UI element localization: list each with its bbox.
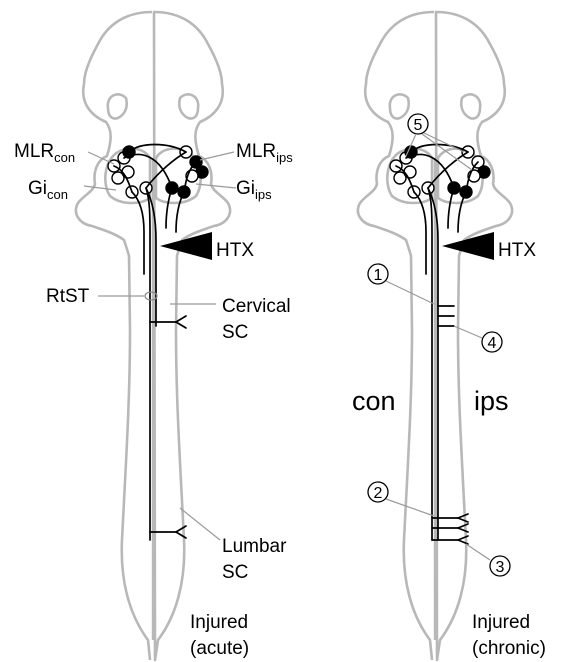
- svg-text:2: 2: [374, 485, 383, 502]
- lumbar-sc-label-line1: Lumbar: [222, 536, 287, 557]
- gi-ips-label: Giips: [236, 178, 272, 202]
- brain-spinal-cord-outline-acute: [76, 12, 230, 660]
- svg-text:3: 3: [496, 559, 505, 576]
- gi-con-label: Gicon: [28, 178, 68, 202]
- marker-1: 1: [368, 264, 434, 304]
- mlr-con-label: MLRcon: [14, 141, 75, 165]
- panel-chronic: 1 4 2 3 5 HTX con ips Injured (ch: [352, 12, 546, 660]
- lumbar-sc-label-line2: SC: [222, 562, 248, 583]
- condition-label-chronic-line2: (chronic): [472, 638, 546, 659]
- marker-4: 4: [454, 326, 502, 352]
- chronic-ips-cells: [448, 146, 490, 198]
- rtst-label: RtST: [46, 286, 90, 307]
- panel-acute: MLRcon Gicon MLRips Giips HTX RtST Cervi…: [14, 12, 293, 660]
- condition-label-acute-line2: (acute): [190, 638, 249, 659]
- mlr-ips-label: MLRips: [236, 141, 293, 165]
- svg-text:5: 5: [414, 117, 423, 134]
- marker-2: 2: [368, 482, 434, 516]
- acute-leader-lines: [84, 152, 236, 540]
- side-label-con: con: [352, 386, 396, 416]
- htx-label-chronic: HTX: [498, 240, 536, 261]
- svg-text:1: 1: [374, 267, 383, 284]
- cervical-sc-label-line2: SC: [222, 322, 248, 343]
- htx-label-acute: HTX: [216, 240, 254, 261]
- svg-text:4: 4: [488, 335, 497, 352]
- cervical-sc-label-line1: Cervical: [222, 296, 291, 317]
- marker-3: 3: [466, 544, 510, 576]
- side-label-ips: ips: [474, 386, 509, 416]
- condition-label-acute-line1: Injured: [190, 612, 248, 633]
- condition-label-chronic-line1: Injured: [472, 612, 530, 633]
